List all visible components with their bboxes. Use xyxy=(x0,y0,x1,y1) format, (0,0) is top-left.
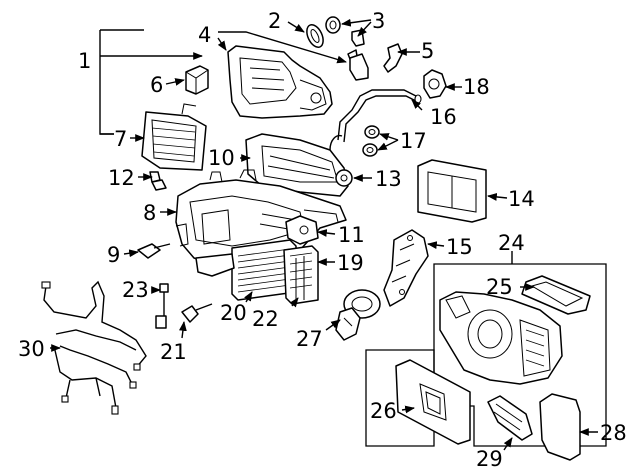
cover-plate-part xyxy=(539,393,581,461)
callout-10: 10 xyxy=(208,146,235,170)
callout-16: 16 xyxy=(430,105,457,129)
sensor-part xyxy=(149,171,167,191)
callout-13: 13 xyxy=(375,167,402,191)
callout-21: 21 xyxy=(160,340,187,364)
callout-14: 14 xyxy=(508,187,535,211)
bracket-part xyxy=(349,53,369,81)
callout-15: 15 xyxy=(446,235,473,259)
callout-9: 9 xyxy=(107,243,120,267)
callout-11: 11 xyxy=(338,223,365,247)
callout-30: 30 xyxy=(18,337,45,361)
evaporator-core-part xyxy=(141,103,207,171)
callout-labels: 1 2 3 4 5 6 7 8 9 10 11 12 13 14 15 16 1… xyxy=(18,9,627,471)
callout-24: 24 xyxy=(498,231,525,255)
actuator-11-part xyxy=(285,215,319,245)
cabin-filter-part xyxy=(521,275,591,315)
callout-12: 12 xyxy=(108,166,135,190)
callout-18: 18 xyxy=(463,75,490,99)
actuator-part xyxy=(185,65,209,95)
callout-27: 27 xyxy=(296,327,323,351)
callout-28: 28 xyxy=(600,421,627,445)
upper-housing-part xyxy=(227,45,333,119)
bracket-5-part xyxy=(383,43,403,73)
callout-26: 26 xyxy=(370,399,397,423)
blower-housing-assembly-part xyxy=(439,291,563,385)
callout-7: 7 xyxy=(114,127,127,151)
callout-8: 8 xyxy=(143,201,156,225)
blower-motor-part xyxy=(335,289,381,341)
callout-4: 4 xyxy=(198,23,211,47)
callout-25: 25 xyxy=(486,275,513,299)
wire-harness-part xyxy=(41,280,147,415)
filter-door-part xyxy=(417,159,487,223)
valve-part xyxy=(362,125,380,157)
callout-29: 29 xyxy=(476,447,503,471)
callout-23: 23 xyxy=(122,278,149,302)
grommet-part xyxy=(306,23,324,49)
callout-17: 17 xyxy=(400,129,427,153)
sensor-21-part xyxy=(181,303,213,323)
callout-5: 5 xyxy=(421,39,434,63)
callout-2: 2 xyxy=(268,9,281,33)
temperature-sensor-part xyxy=(137,243,171,259)
callout-6: 6 xyxy=(150,73,163,97)
callout-20: 20 xyxy=(220,301,247,325)
plate-seal-part xyxy=(423,69,447,99)
callout-19: 19 xyxy=(337,251,364,275)
callout-3: 3 xyxy=(372,9,385,33)
heater-housing-part xyxy=(245,133,353,197)
heater-core-part xyxy=(195,239,319,305)
callout-1: 1 xyxy=(78,49,91,73)
leader-lines xyxy=(50,18,598,451)
side-panel-part xyxy=(395,359,471,445)
door-link-part xyxy=(487,395,533,441)
mounting-bracket-part xyxy=(383,229,429,307)
callout-22: 22 xyxy=(252,307,279,331)
